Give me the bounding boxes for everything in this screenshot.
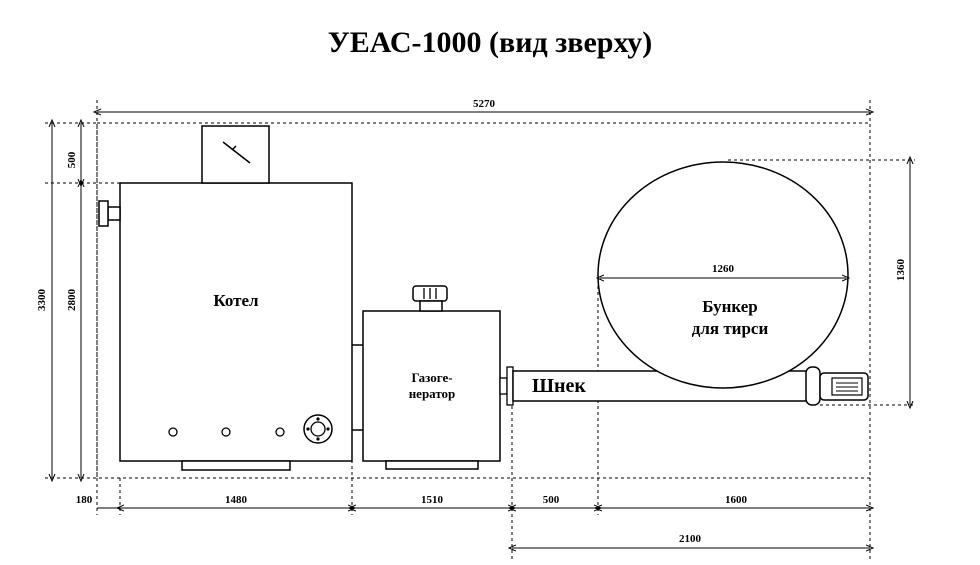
dim-left-offset: 180 [76,494,93,506]
dimension-lines [52,112,910,548]
side-nozzle [107,206,121,221]
dim-gasifier-width: 1510 [421,494,444,506]
auger-label: Шнек [532,375,586,397]
bunker-label-line2: для тирси [692,319,769,338]
inspection-hole [168,427,178,437]
motor-icon [819,372,869,401]
dim-gap: 500 [543,494,560,506]
dim-bunker-diameter-h: 1260 [712,263,735,275]
boiler-label: Котел [213,291,259,310]
bunker: Бункер для тирси [598,161,848,389]
dim-boiler-width: 1480 [225,494,248,506]
damper-icon [222,141,251,164]
gasifier-cap-icon [412,285,448,312]
dim-top-offset: 500 [66,151,78,168]
inspection-hole [275,427,285,437]
dim-bunker-diameter-v: 1360 [895,259,907,282]
dim-auger-length: 1600 [725,494,748,506]
bunker-label-line1: Бункер [702,297,757,316]
gasifier-base [385,460,479,470]
gasifier-label-line2: нератор [409,386,456,401]
dim-boiler-depth: 2800 [66,289,78,312]
gasifier-label-line1: Газоге- [411,370,452,385]
gasifier: Газоге- нератор [362,285,501,470]
dim-total-depth: 3300 [36,289,48,312]
dim-auger-total: 2100 [679,533,702,545]
inspection-hole [221,427,231,437]
chimney-box [201,125,270,184]
boiler-base [181,460,291,471]
boiler: Котел [98,125,353,471]
diagram-title: УЕАС-1000 (вид зверху) [327,26,653,59]
burner-flange-icon [303,414,333,444]
dim-total-width: 5270 [473,98,496,110]
connection-pipe [352,344,363,431]
